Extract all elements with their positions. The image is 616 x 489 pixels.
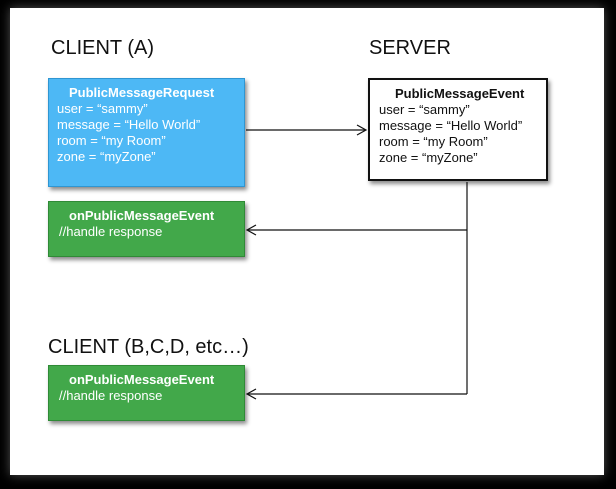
request-to-server-arrowhead [356,124,368,136]
server-to-client-others-arrowhead [245,388,257,400]
client-others-handler-line: //handle response [59,388,163,403]
diagram-canvas: CLIENT (A) SERVER CLIENT (B,C,D, etc…) P… [10,8,604,475]
event-user-line: user = “sammy” [379,102,470,117]
event-message-line: message = “Hello World” [379,118,523,133]
request-zone-line: zone = “myZone” [57,149,156,164]
client-a-handler-title: onPublicMessageEvent [69,208,215,223]
server-heading: SERVER [369,37,451,59]
connector-arrows [245,124,468,400]
server-to-client-a-arrowhead [245,224,257,236]
client-others-handler-title: onPublicMessageEvent [69,372,215,387]
public-message-event-box: PublicMessageEvent user = “sammy” messag… [368,78,548,181]
request-message-line: message = “Hello World” [57,117,201,132]
event-title: PublicMessageEvent [395,86,525,101]
client-others-handler-box: onPublicMessageEvent //handle response [48,365,245,421]
request-title: PublicMessageRequest [69,85,215,100]
client-a-handler-box: onPublicMessageEvent //handle response [48,201,245,257]
public-message-request-box: PublicMessageRequest user = “sammy” mess… [48,78,245,187]
request-user-line: user = “sammy” [57,101,148,116]
request-room-line: room = “my Room” [57,133,166,148]
event-room-line: room = “my Room” [379,134,488,149]
event-zone-line: zone = “myZone” [379,150,478,165]
client-a-handler-line: //handle response [59,224,163,239]
client-others-heading: CLIENT (B,C,D, etc…) [48,336,249,358]
client-a-heading: CLIENT (A) [51,37,154,59]
